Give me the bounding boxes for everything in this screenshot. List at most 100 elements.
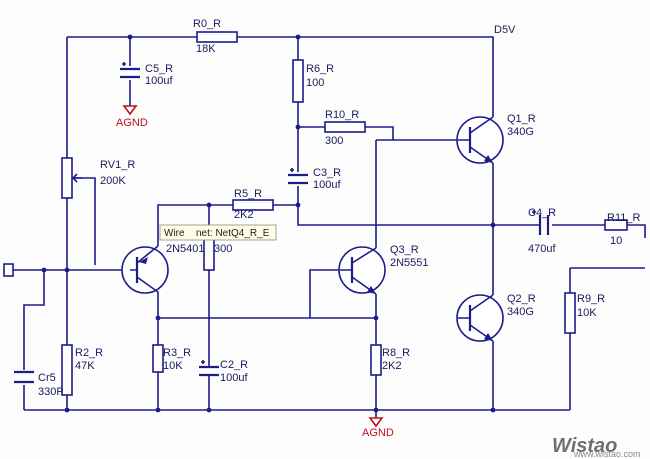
agnd-label-bottom: AGND bbox=[362, 427, 394, 439]
r4-value: 300 bbox=[214, 243, 232, 255]
q2-value: 340G bbox=[507, 306, 534, 318]
r5-name: R5_R bbox=[234, 188, 262, 200]
ground-symbol-bottom bbox=[368, 417, 384, 428]
junction-dot bbox=[295, 124, 301, 130]
emitter-arrow-icon bbox=[139, 257, 148, 264]
r9-name: R9_R bbox=[577, 293, 605, 305]
c5-name: C5_R bbox=[145, 63, 173, 75]
junction-dot bbox=[490, 222, 496, 228]
resistor-r4[interactable] bbox=[203, 237, 215, 271]
capacitor-c2[interactable] bbox=[199, 360, 219, 380]
plus-icon bbox=[122, 62, 126, 66]
rv1-value: 200K bbox=[100, 175, 126, 187]
junction-dot bbox=[295, 202, 301, 208]
c2-value: 100uf bbox=[220, 372, 248, 384]
ground-symbol-top bbox=[122, 105, 138, 116]
transistor-q4[interactable] bbox=[121, 245, 169, 294]
junction-dot bbox=[64, 407, 70, 413]
emitter-arrow-icon bbox=[484, 155, 493, 163]
junction-dot bbox=[155, 407, 161, 413]
c4-name: C4_R bbox=[528, 207, 556, 219]
watermark-brand: Wistao bbox=[552, 435, 617, 457]
junction-dot bbox=[295, 34, 301, 40]
q1-value: 340G bbox=[507, 126, 534, 138]
r11-value: 10 bbox=[610, 235, 622, 247]
wire-c4-r11[interactable] bbox=[552, 224, 646, 238]
junction-dot bbox=[490, 407, 496, 413]
plus-icon bbox=[290, 168, 294, 172]
c5-value: 100uf bbox=[145, 75, 173, 87]
r0-value: 18K bbox=[196, 43, 216, 55]
labels: D5V R0_R 18K C5_R 100uf AGND R6_R 100 R1… bbox=[38, 18, 640, 439]
rv1-name: RV1_R bbox=[100, 159, 135, 171]
junction-dot bbox=[373, 407, 379, 413]
c3-name: C3_R bbox=[313, 167, 341, 179]
resistor-r5[interactable] bbox=[232, 199, 274, 211]
wire-q1-base[interactable] bbox=[375, 139, 458, 248]
r2-name: R2_R bbox=[75, 347, 103, 359]
wire-r6-c3[interactable] bbox=[297, 37, 540, 226]
watermark-url: www.wistao.com bbox=[573, 449, 641, 459]
wire-cr5[interactable] bbox=[23, 270, 45, 410]
transistor-q3[interactable] bbox=[338, 246, 386, 295]
q4-value: 2N5401 bbox=[166, 243, 205, 255]
q3-name: Q3_R bbox=[390, 244, 419, 256]
junctions bbox=[41, 34, 496, 413]
junction-dot bbox=[155, 315, 161, 321]
resistor-r9[interactable] bbox=[564, 292, 576, 334]
transistor-q2[interactable] bbox=[456, 294, 504, 342]
wiper-arrow-icon bbox=[71, 173, 82, 183]
r8-name: R8_R bbox=[382, 347, 410, 359]
tooltip-kind: Wire bbox=[164, 228, 185, 239]
capacitor-c5[interactable] bbox=[120, 62, 140, 79]
r6-value: 100 bbox=[306, 77, 324, 89]
junction-dot bbox=[64, 267, 70, 273]
wire-rv1-wiper bbox=[75, 177, 96, 265]
q1-name: Q1_R bbox=[507, 113, 536, 125]
agnd-label-top: AGND bbox=[116, 117, 148, 129]
input-port[interactable] bbox=[3, 263, 14, 277]
potentiometer-rv1[interactable] bbox=[61, 157, 82, 199]
cr5-value: 330P bbox=[38, 386, 64, 398]
plus-icon bbox=[532, 210, 536, 214]
capacitor-c4[interactable] bbox=[532, 210, 550, 235]
junction-dot bbox=[206, 407, 212, 413]
transistor-q1[interactable] bbox=[456, 116, 504, 164]
r5-value: 2K2 bbox=[234, 209, 254, 221]
supply-label: D5V bbox=[494, 24, 516, 36]
potentiometer-body[interactable] bbox=[61, 157, 73, 199]
capacitor-c3[interactable] bbox=[288, 168, 308, 185]
emitter-arrow-icon bbox=[367, 286, 376, 294]
capacitor-cr5[interactable] bbox=[14, 370, 34, 384]
resistor-r0[interactable] bbox=[196, 31, 238, 43]
wire-r9[interactable] bbox=[569, 267, 645, 410]
r10-name: R10_R bbox=[325, 109, 359, 121]
cr5-name: Cr5 bbox=[38, 372, 56, 384]
wire-tooltip: Wire net: NetQ4_R_E bbox=[159, 224, 277, 241]
r3-name: R3_R bbox=[163, 347, 191, 359]
r11-name: R11_R bbox=[607, 212, 640, 224]
resistor-r3[interactable] bbox=[152, 344, 164, 373]
resistor-r10[interactable] bbox=[324, 121, 366, 133]
q3-value: 2N5551 bbox=[390, 257, 429, 269]
r8-value: 2K2 bbox=[382, 360, 402, 372]
junction-dot bbox=[373, 315, 379, 321]
wire-q3-base[interactable] bbox=[309, 269, 340, 318]
r2-value: 47K bbox=[75, 360, 95, 372]
c2-name: C2_R bbox=[220, 359, 248, 371]
r0-name: R0_R bbox=[193, 18, 221, 30]
resistor-r6[interactable] bbox=[292, 59, 304, 103]
wires bbox=[12, 36, 646, 418]
emitter-arrow-icon bbox=[484, 333, 493, 341]
resistor-r2[interactable] bbox=[61, 344, 73, 396]
c4-value: 470uf bbox=[528, 243, 556, 255]
resistor-r8[interactable] bbox=[370, 344, 382, 376]
resistor-r11[interactable] bbox=[604, 219, 628, 231]
wire-r10[interactable] bbox=[298, 126, 394, 140]
tooltip-net: net: NetQ4_R_E bbox=[196, 228, 270, 239]
watermark: Wistao www.wistao.com bbox=[552, 435, 641, 459]
r6-name: R6_R bbox=[306, 63, 334, 75]
junction-dot bbox=[127, 34, 133, 40]
